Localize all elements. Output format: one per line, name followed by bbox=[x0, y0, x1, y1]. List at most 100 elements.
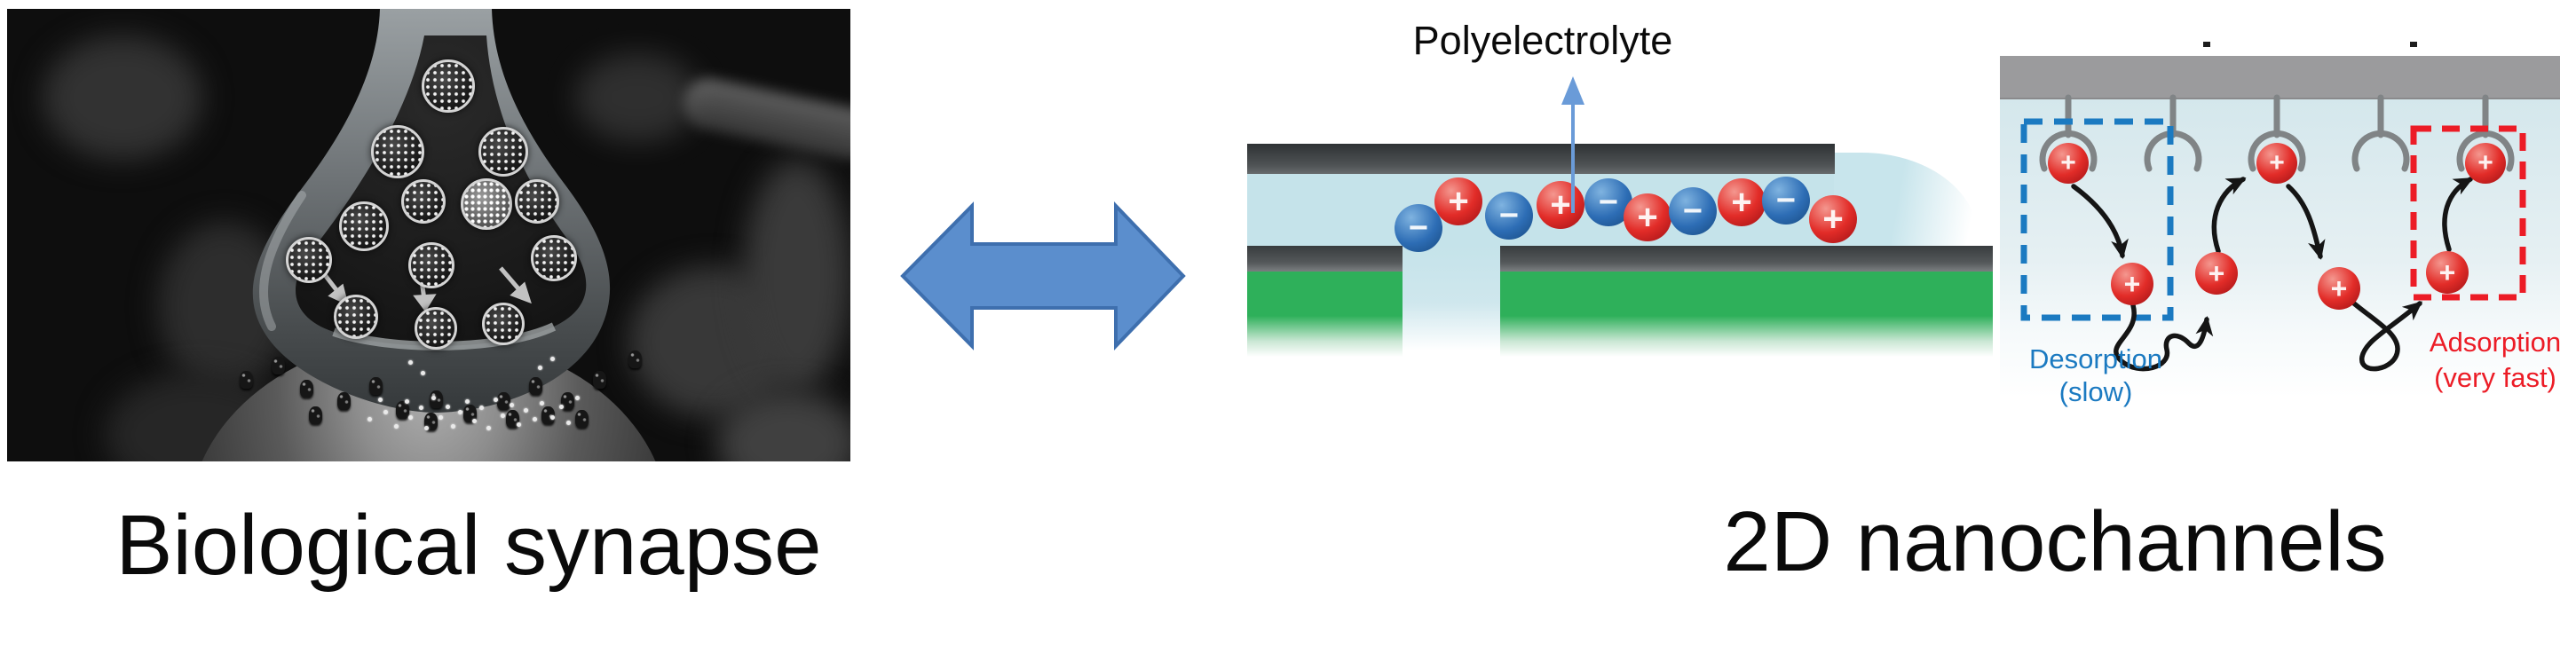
ion-sign: + bbox=[1731, 183, 1752, 222]
desorption-dashed-box bbox=[2020, 118, 2174, 321]
synaptic-vesicle bbox=[415, 307, 457, 350]
desorption-text: Desorption bbox=[2029, 343, 2162, 374]
receptor bbox=[272, 357, 285, 374]
neurotransmitter-dot bbox=[419, 406, 423, 410]
cation-ion: + bbox=[2195, 252, 2238, 295]
cation-ion: + bbox=[1718, 178, 1766, 226]
cation-ion: + bbox=[1624, 193, 1671, 241]
adsorption-subtext: (very fast) bbox=[2434, 362, 2556, 393]
receptor bbox=[541, 406, 555, 424]
background-tissue-blob bbox=[744, 160, 850, 390]
polyelectrolyte-label: Polyelectrolyte bbox=[1412, 18, 1673, 63]
neurotransmitter-dot bbox=[446, 405, 450, 409]
ion-sign: − bbox=[1408, 209, 1429, 247]
desorption-subtext: (slow) bbox=[2058, 376, 2133, 407]
neurotransmitter-dot bbox=[494, 398, 498, 402]
ion-trajectory-arrows bbox=[2071, 177, 2474, 372]
ion-sign: + bbox=[2330, 272, 2348, 304]
ion-sign: + bbox=[1550, 185, 1571, 225]
ion-sign: + bbox=[1822, 200, 1844, 239]
polyelectrolyte-pointer-arrow bbox=[1561, 76, 1584, 213]
substrate-left bbox=[1247, 272, 1403, 357]
anion-ion: − bbox=[1669, 187, 1717, 235]
neurotransmitter-dot bbox=[479, 406, 484, 410]
neurotransmitter-dot bbox=[439, 415, 443, 420]
vesicle-release-arrows bbox=[318, 266, 532, 312]
neurotransmitter-dot bbox=[458, 410, 462, 414]
neurotransmitter-dot bbox=[486, 426, 491, 430]
neurotransmitter-dot bbox=[472, 419, 477, 423]
cation-ion: + bbox=[2256, 143, 2297, 184]
receptor bbox=[593, 371, 606, 389]
desorption-label: Desorption (slow) bbox=[2002, 343, 2190, 408]
anion-ion: − bbox=[1395, 204, 1442, 252]
neurotransmitter-dot bbox=[501, 414, 505, 418]
bulb-highlight bbox=[258, 191, 306, 331]
neurotransmitter-dot bbox=[550, 415, 555, 420]
adsorption-text: Adsorption bbox=[2429, 327, 2562, 358]
receptor bbox=[575, 410, 589, 428]
ion-sign: − bbox=[1498, 197, 1520, 234]
synaptic-vesicle bbox=[339, 201, 389, 251]
synaptic-vesicle bbox=[334, 295, 378, 339]
adsorption-dashed-box bbox=[2410, 125, 2526, 301]
neurotransmitter-dot bbox=[451, 424, 455, 429]
ion-sign: + bbox=[2060, 148, 2076, 177]
ion-sign: + bbox=[1637, 198, 1658, 237]
receptor bbox=[628, 351, 642, 368]
cation-ion: + bbox=[2318, 267, 2360, 310]
adsorption-label: Adsorption (very fast) bbox=[2402, 325, 2576, 396]
ion-sign: + bbox=[2123, 268, 2141, 300]
ion-sign: + bbox=[2438, 256, 2456, 288]
neurotransmitter-dot bbox=[575, 396, 580, 400]
neurotransmitter-dot bbox=[510, 403, 514, 407]
neurotransmitter-dot bbox=[431, 396, 436, 400]
biological-synapse-image bbox=[7, 9, 850, 461]
receptor bbox=[561, 392, 574, 410]
neurotransmitter-dot bbox=[550, 357, 555, 361]
synaptic-vesicle bbox=[422, 59, 475, 113]
bottom-membrane-bar-left bbox=[1247, 246, 1403, 272]
neurotransmitter-dot bbox=[465, 399, 470, 404]
synaptic-vesicle bbox=[286, 237, 332, 283]
ion-sign: − bbox=[1682, 193, 1703, 230]
cation-ion: + bbox=[1809, 195, 1857, 243]
neurotransmitter-dot bbox=[394, 424, 399, 429]
ion-sign: + bbox=[2269, 148, 2285, 177]
channel-inlet bbox=[1403, 246, 1500, 351]
synaptic-vesicle bbox=[478, 127, 528, 177]
neurotransmitter-dot bbox=[538, 366, 542, 370]
substrate-right bbox=[1500, 272, 1993, 357]
crop-artifact-dot bbox=[2410, 42, 2417, 47]
receptor bbox=[497, 392, 510, 410]
neurotransmitter-dot bbox=[405, 399, 409, 404]
neurotransmitter-dot bbox=[524, 408, 528, 413]
neurotransmitter-dot bbox=[378, 398, 383, 402]
bottom-membrane-bar-right bbox=[1500, 246, 1993, 272]
neurotransmitter-dot bbox=[566, 421, 571, 425]
background-tissue-blob bbox=[43, 35, 202, 160]
receptor bbox=[337, 392, 351, 410]
receptor bbox=[463, 405, 477, 422]
receptor bbox=[396, 401, 409, 419]
anion-ion: − bbox=[1762, 177, 1810, 225]
equivalence-arrow-icon bbox=[900, 201, 1186, 351]
background-tissue-blob bbox=[575, 53, 699, 142]
top-membrane-bar bbox=[1247, 144, 1835, 174]
neurotransmitter-dot bbox=[421, 371, 425, 375]
ion-sign: + bbox=[2477, 148, 2493, 177]
crop-artifact-dot bbox=[2203, 42, 2210, 47]
ion-sign: − bbox=[1598, 184, 1619, 221]
neurotransmitter-dot bbox=[408, 415, 413, 420]
synaptic-vesicle bbox=[401, 179, 446, 224]
synaptic-vesicle bbox=[531, 235, 577, 281]
synaptic-vesicle bbox=[515, 179, 559, 224]
synaptic-vesicle bbox=[371, 125, 424, 178]
neurotransmitter-dot bbox=[540, 401, 544, 406]
synaptic-vesicle bbox=[482, 303, 525, 345]
neurotransmitter-dot bbox=[424, 426, 429, 430]
cation-ion: + bbox=[1537, 181, 1584, 229]
receptor bbox=[240, 371, 253, 389]
receptor bbox=[369, 377, 383, 395]
